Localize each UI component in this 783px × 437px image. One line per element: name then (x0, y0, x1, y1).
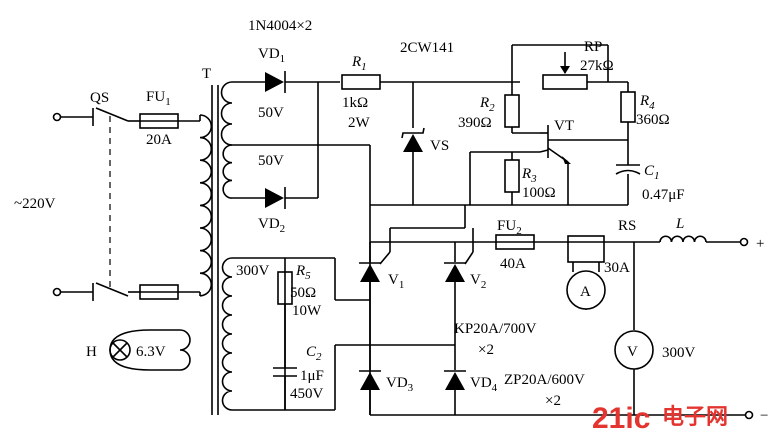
rs-rating-label: 30A (604, 260, 630, 276)
watermark-text: 电子网 (662, 404, 728, 429)
r1-power-label: 2W (348, 115, 371, 131)
input-terminal-top (52, 112, 62, 122)
r1-value-label: 1kΩ (342, 95, 368, 111)
primary-winding (199, 114, 213, 297)
vd1-label: VD1 (258, 46, 285, 65)
pilot-lamp (109, 329, 180, 371)
secondary-winding-300v (221, 257, 233, 411)
r3-label: R3 (521, 166, 537, 185)
output-terminal-plus (739, 237, 749, 247)
rp-potentiometer (542, 74, 588, 90)
r4-value-label: 360Ω (636, 112, 670, 128)
vd2-diode (265, 188, 284, 208)
rs-shunt (567, 235, 605, 263)
vd2-voltage-label: 50V (258, 153, 284, 169)
vd1-voltage-label: 50V (258, 105, 284, 121)
v2-label: V2 (470, 272, 486, 291)
rp-wiper-arrow (560, 66, 570, 74)
transformer-t (179, 81, 233, 415)
input-terminal-bottom (52, 287, 62, 297)
labels: 1N4004×2 VD1 50V 50V VD2 T QS FU1 20A ~2… (14, 18, 768, 424)
diodes-type-label: 1N4004×2 (248, 18, 312, 34)
lamp-voltage-label: 6.3V (136, 344, 166, 360)
c2-label: C2 (306, 344, 322, 363)
v1-label: V1 (388, 272, 404, 291)
zener-type-label: 2CW141 (400, 40, 454, 56)
voltmeter-label: V (627, 344, 638, 360)
r4-label: R4 (639, 93, 655, 112)
vd2-label: VD2 (258, 216, 285, 235)
secondary-voltage-label: 300V (236, 263, 270, 279)
diode-type-label: ZP20A/600V (504, 372, 585, 388)
mains-input (52, 107, 200, 301)
r2-resistor (504, 94, 520, 128)
r5-value-label: 50Ω (290, 285, 316, 301)
fu1-rating-label: 20A (146, 132, 172, 148)
rp-value-label: 27kΩ (580, 58, 614, 74)
r5-power-label: 10W (292, 303, 322, 319)
trigger-circuit (465, 44, 641, 206)
r4-resistor (620, 91, 636, 123)
watermark-logo: 21ic (592, 402, 650, 435)
rs-label: RS (618, 218, 636, 234)
qs-label: QS (90, 90, 109, 106)
scr-count-label: ×2 (478, 342, 494, 358)
c1-label: C1 (644, 163, 660, 182)
output-section (495, 234, 754, 420)
mains-voltage-label: ~220V (14, 196, 56, 212)
lamp-winding (179, 329, 191, 371)
fu2-rating-label: 40A (500, 256, 526, 272)
vd4-label: VD4 (470, 375, 498, 394)
zener-vs (403, 134, 423, 152)
power-bridge (232, 205, 745, 416)
rp-label: RP (584, 39, 602, 55)
qs-blade-bottom (95, 282, 129, 297)
vt-label: VT (554, 118, 574, 134)
vd3-label: VD3 (386, 375, 414, 394)
scr-type-label: KP20A/700V (454, 321, 537, 337)
minus-label: − (760, 408, 768, 424)
transformer-label: T (202, 66, 211, 82)
c2-voltage-label: 450V (290, 386, 324, 402)
v1-thyristor (360, 264, 380, 282)
secondary-winding-upper-a (220, 81, 233, 146)
vd1-diode (265, 72, 284, 92)
ammeter-label: A (580, 284, 591, 300)
secondary-winding-upper-b (222, 144, 233, 199)
qs-blade-top (95, 107, 129, 122)
r3-resistor (504, 159, 520, 193)
fu1-label: FU1 (146, 89, 171, 108)
lamp-label: H (86, 344, 97, 360)
v2-thyristor (445, 264, 465, 282)
r5-label: R5 (295, 263, 311, 282)
r3-value-label: 100Ω (522, 185, 556, 201)
l-label: L (675, 216, 684, 232)
watermark: 21ic 电子网 (592, 402, 728, 435)
r1-label: R1 (351, 54, 367, 73)
c2-value-label: 1μF (300, 368, 324, 384)
plus-label: + (756, 236, 764, 252)
r1-resistor (341, 74, 381, 90)
r2-value-label: 390Ω (458, 115, 492, 131)
upper-secondary-wiring (232, 71, 520, 415)
r2-label: R2 (479, 95, 495, 114)
inductor-l (659, 235, 707, 243)
fu2-label: FU2 (497, 218, 522, 237)
vs-label: VS (430, 138, 449, 154)
c1-value-label: 0.47μF (642, 187, 685, 203)
output-voltage-label: 300V (662, 345, 696, 361)
diode-count-label: ×2 (545, 393, 561, 409)
vd4-diode (445, 372, 465, 390)
vd3-diode (360, 372, 380, 390)
output-terminal-minus (744, 410, 754, 420)
